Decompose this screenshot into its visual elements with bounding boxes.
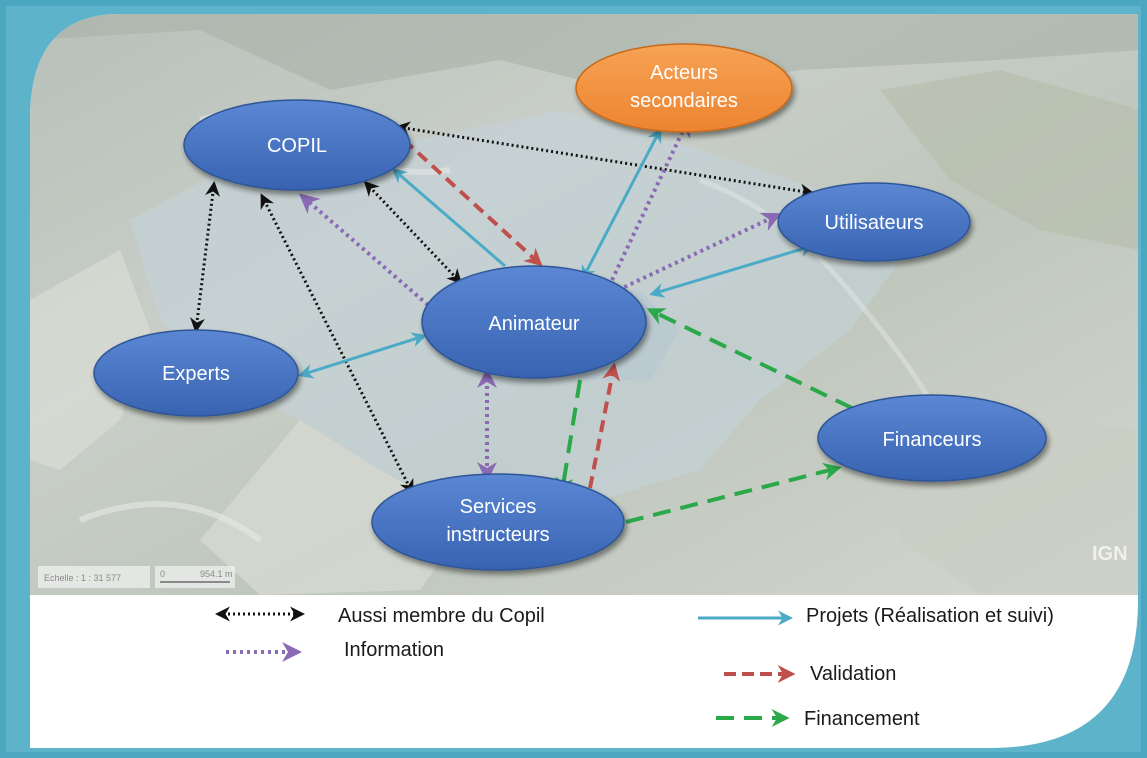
scale-label: Echelle : 1 : 31 577 xyxy=(44,573,121,583)
node-services-label-1: Services xyxy=(460,496,537,518)
legend: Aussi membre du Copil Information Projet… xyxy=(215,605,1054,730)
node-animateur: Animateur xyxy=(421,265,647,379)
scale-right: 954.1 m xyxy=(200,569,233,579)
legend-validation-label: Validation xyxy=(810,663,896,685)
edge-animateur-services-financement xyxy=(555,379,582,496)
node-utilisateurs: Utilisateurs xyxy=(777,182,971,262)
edge-financeurs-animateur-financement xyxy=(646,308,853,410)
node-copil: COPIL xyxy=(183,99,411,191)
node-utilisateurs-label: Utilisateurs xyxy=(825,212,924,234)
edge-services-animateur-validation xyxy=(588,362,621,489)
legend-financement-label: Financement xyxy=(804,708,920,730)
node-acteurs-label-1: Acteurs xyxy=(650,62,718,84)
edge-copil-animateur-validation xyxy=(402,138,543,267)
node-animateur-label: Animateur xyxy=(488,313,579,335)
node-acteurs-secondaires: Acteurs secondaires xyxy=(575,43,793,133)
legend-projets-label: Projets (Réalisation et suivi) xyxy=(806,605,1054,627)
edge-animateur-experts-projet xyxy=(298,332,427,379)
node-acteurs-label-2: secondaires xyxy=(630,90,738,112)
node-financeurs-label: Financeurs xyxy=(883,429,982,451)
node-services-instructeurs: Services instructeurs xyxy=(371,473,625,571)
legend-membre-label: Aussi membre du Copil xyxy=(338,605,545,627)
node-services-label-2: instructeurs xyxy=(446,524,549,546)
edge-services-financeurs-financement xyxy=(625,462,842,524)
connections xyxy=(190,116,853,524)
node-experts-label: Experts xyxy=(162,363,230,385)
edge-animateur-copil-projet xyxy=(391,168,506,268)
map-scale: Echelle : 1 : 31 577 0 954.1 m xyxy=(38,566,235,588)
edge-animateur-utilisateurs-projet xyxy=(649,242,815,298)
node-experts: Experts xyxy=(93,329,299,417)
scale-left: 0 xyxy=(160,569,165,579)
node-copil-label: COPIL xyxy=(267,135,327,157)
node-financeurs: Financeurs xyxy=(817,394,1047,482)
ign-watermark: IGN xyxy=(1092,543,1128,565)
legend-information-label: Information xyxy=(344,639,444,661)
edge-animateur-acteurs-projet xyxy=(581,127,662,281)
